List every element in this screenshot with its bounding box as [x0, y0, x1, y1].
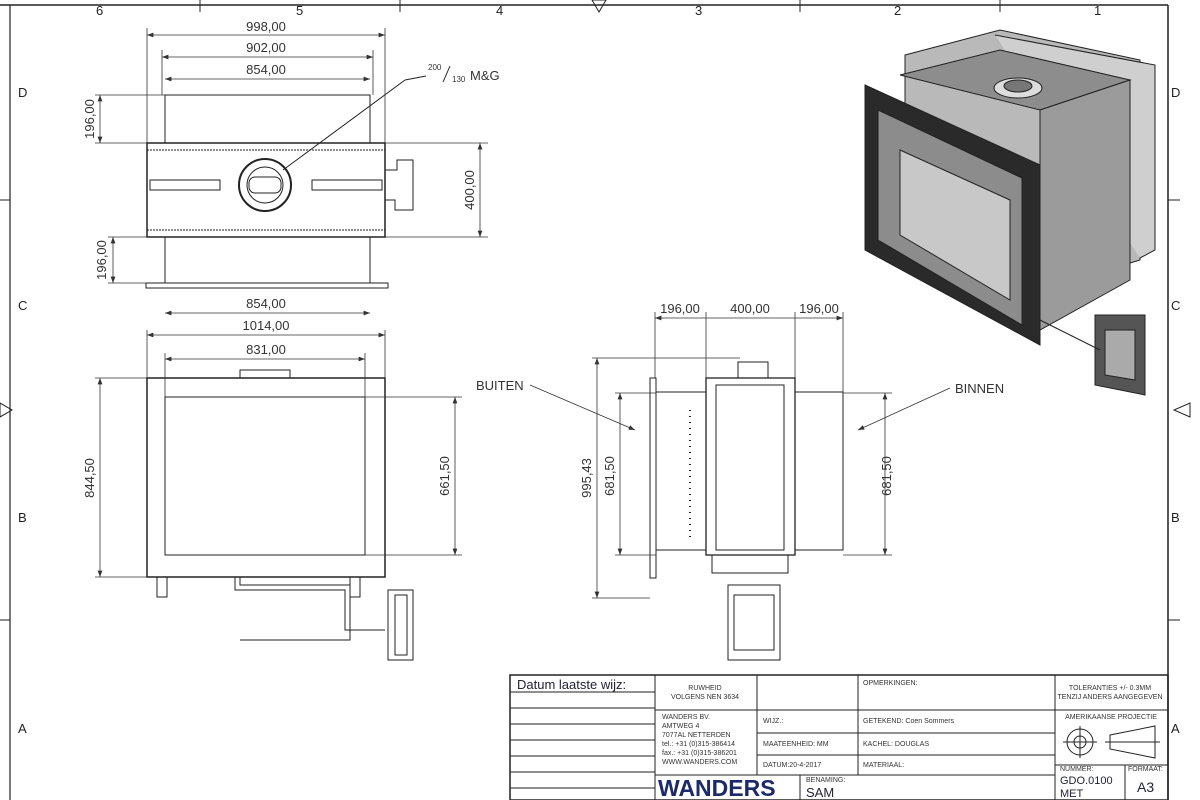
column-label: 5: [296, 3, 303, 18]
tolerance-line: TENZIJ ANDERS AANGEGEVEN: [1057, 694, 1162, 701]
drawing-name: SAM: [806, 785, 834, 800]
title-block: [509, 674, 1169, 800]
roughness-line: RUWHEID: [688, 685, 721, 692]
side-view-dimensions: [529, 312, 951, 599]
dim-duct-width: 854,00: [246, 296, 286, 311]
row-label: C: [18, 298, 27, 313]
company-line: WWW.WANDERS.COM: [662, 759, 737, 766]
dim-side-height: 995,43: [579, 458, 594, 498]
front-view: [146, 369, 414, 661]
dim-side-right-height: 681,50: [879, 456, 894, 496]
flue-diameter-outer: 200: [428, 63, 442, 72]
column-labels: 6 5 4 3 2 1: [96, 3, 1101, 18]
company-line: tel.: +31 (0)315-386414: [662, 741, 735, 748]
column-label: 2: [894, 3, 901, 18]
row-label: B: [1171, 510, 1180, 525]
date: DATUM:20-4-2017: [763, 762, 821, 769]
wanders-logo: WANDERS: [658, 775, 776, 800]
stove: KACHEL: DOUGLAS: [863, 741, 929, 748]
flue-diameter-inner: 130: [452, 75, 466, 84]
row-label: A: [18, 721, 27, 736]
company-line: 7077AL NETTERDEN: [662, 732, 731, 739]
label-inside: BINNEN: [955, 381, 1004, 396]
row-label: B: [18, 510, 27, 525]
front-view-dimensions: [95, 310, 462, 578]
projection-label: AMERIKAANSE PROJECTIE: [1065, 714, 1157, 721]
flue-type: M&G: [470, 68, 500, 83]
drawing-number: GDO.0100: [1060, 775, 1113, 787]
drawn-by: GETEKEND: Coen Sommers: [863, 718, 955, 725]
projection-symbol-icon: [1063, 725, 1160, 759]
column-label: 4: [496, 3, 503, 18]
dim-inner-width: 854,00: [246, 62, 286, 77]
name-label: BENAMING:: [806, 777, 845, 784]
flue-label: 200 130 M&G: [428, 63, 500, 84]
revision-header: Datum laatste wijz:: [517, 677, 626, 692]
dim-side-center: 400,00: [730, 301, 770, 316]
flue-slash: [442, 65, 451, 83]
tolerance-line: TOLERANTIES +/- 0.3MM: [1069, 685, 1151, 692]
column-label: 3: [695, 3, 702, 18]
top-view-dimensions: [95, 28, 488, 284]
dim-side-right: 196,00: [799, 301, 839, 316]
company-line: fax.: +31 (0)315-386201: [662, 750, 737, 757]
dim-front-height: 844,50: [82, 458, 97, 498]
flue-outlet: [238, 158, 292, 212]
side-view: [649, 361, 844, 661]
dim-duct-top: 196,00: [82, 99, 97, 139]
company-line: WANDERS BV.: [662, 714, 710, 721]
row-labels: D C B A D C B A: [18, 85, 1180, 736]
isometric-view: [864, 29, 1156, 396]
row-label: A: [1171, 721, 1180, 736]
row-label: D: [18, 85, 27, 100]
dim-overall-width: 998,00: [246, 19, 286, 34]
column-label: 6: [96, 3, 103, 18]
material: MATERIAAL:: [863, 762, 904, 769]
label-outside: BUITEN: [476, 378, 524, 393]
dim-mid-width: 902,00: [246, 40, 286, 55]
top-view: [145, 75, 427, 289]
dim-depth: 400,00: [462, 170, 477, 210]
drawing-number-suffix: MET: [1060, 788, 1084, 800]
remarks-label: OPMERKINGEN:: [863, 680, 918, 687]
roughness-line: VOLGENS NEN 3634: [671, 694, 739, 701]
company-line: AMTWEG 4: [662, 723, 699, 730]
column-label: 1: [1094, 3, 1101, 18]
format-label: FORMAAT:: [1128, 766, 1163, 773]
dim-glass-height: 661,50: [437, 456, 452, 496]
paper-format: A3: [1137, 779, 1154, 795]
revision-label: WIJZ.:: [763, 718, 783, 725]
dim-front-width: 1014,00: [243, 318, 290, 333]
dim-glass-width: 831,00: [246, 342, 286, 357]
row-label: D: [1171, 85, 1180, 100]
dim-duct-bottom: 196,00: [94, 240, 109, 280]
row-label: C: [1171, 298, 1180, 313]
dim-side-left-height: 681,50: [602, 456, 617, 496]
number-label: NUMMER:: [1060, 766, 1093, 773]
dim-side-left: 196,00: [660, 301, 700, 316]
unit: MAATEENHEID: MM: [763, 741, 829, 748]
